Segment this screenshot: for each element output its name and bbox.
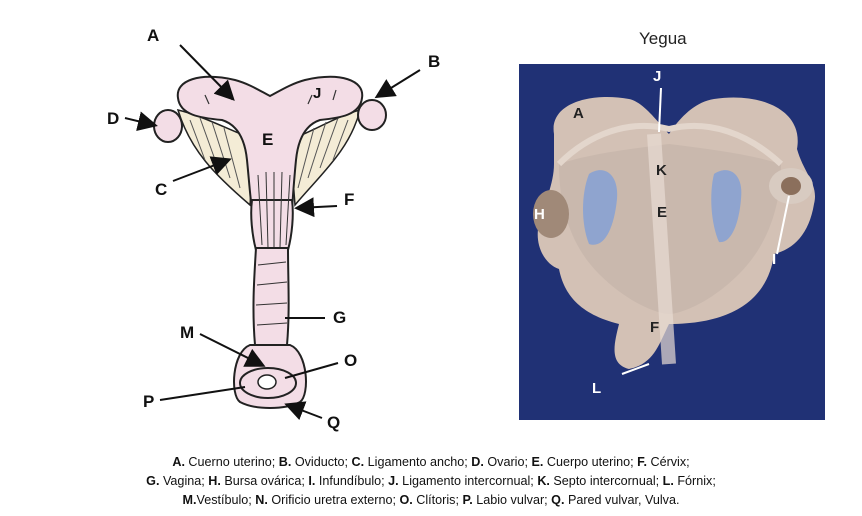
photo-label-L: L bbox=[592, 381, 601, 396]
clitoris bbox=[258, 375, 276, 389]
label-F: F bbox=[344, 191, 354, 208]
photo-title: Yegua bbox=[639, 29, 687, 49]
label-M: M bbox=[180, 324, 194, 341]
label-G: G bbox=[333, 309, 346, 326]
label-C: C bbox=[155, 181, 167, 198]
label-D: D bbox=[107, 110, 119, 127]
ovary-right bbox=[358, 100, 386, 130]
mare-uterus-photo bbox=[519, 64, 825, 420]
label-O: O bbox=[344, 352, 357, 369]
label-J-drawing: J bbox=[313, 86, 321, 101]
photo-label-H: H bbox=[534, 207, 545, 222]
photo-label-K: K bbox=[656, 163, 667, 178]
label-E: E bbox=[262, 131, 273, 148]
label-P: P bbox=[143, 393, 154, 410]
photo-label-I: I bbox=[772, 252, 776, 267]
photo-label-F: F bbox=[650, 320, 659, 335]
label-A: A bbox=[147, 27, 159, 44]
label-B: B bbox=[428, 53, 440, 70]
ovary-left bbox=[154, 110, 182, 142]
photo-label-E: E bbox=[657, 205, 667, 220]
figure-caption: A. Cuerno uterino; B. Oviducto; C. Ligam… bbox=[0, 453, 862, 510]
photo-label-A: A bbox=[573, 106, 584, 121]
photo-label-J: J bbox=[653, 69, 661, 84]
label-Q: Q bbox=[327, 414, 340, 431]
